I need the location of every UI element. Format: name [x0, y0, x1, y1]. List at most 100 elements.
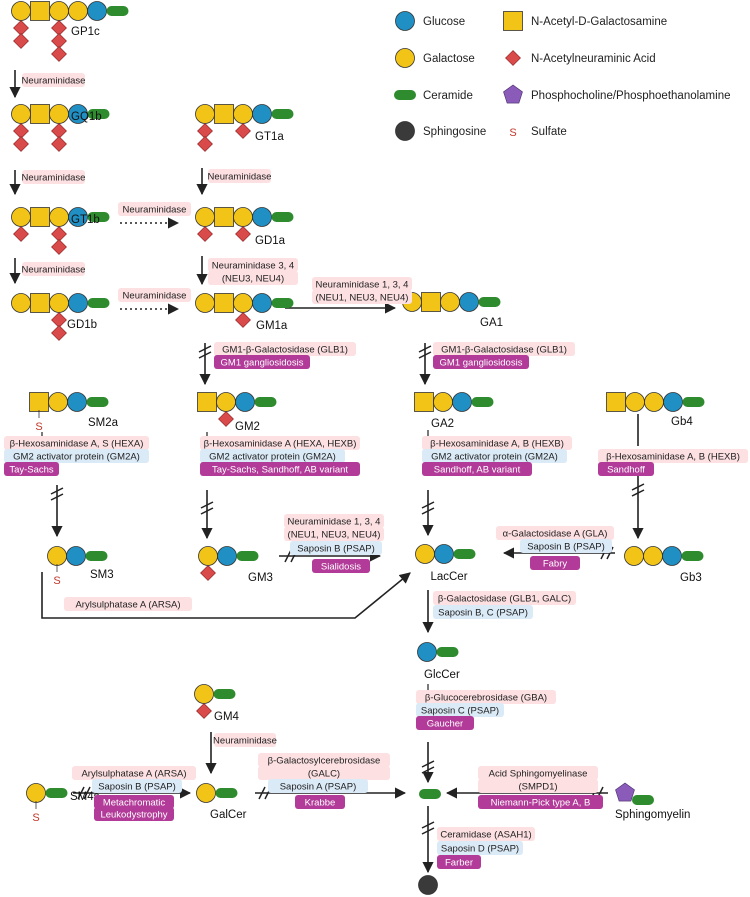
molecule-label-gm3: GM3 — [248, 572, 273, 584]
box-mld-line2-text: Leukodystrophy — [100, 810, 167, 821]
molecule-label-sm4s: SM4s — [70, 791, 100, 803]
molecule-gd1b: GD1b — [11, 293, 110, 341]
block-mark — [421, 501, 435, 509]
galnac-square — [414, 392, 434, 412]
galnac-square — [421, 292, 441, 312]
box-sialidosis-text: Sialidosis — [321, 562, 361, 573]
box-neuraminidase-1-bg — [22, 73, 85, 87]
box-saposin-a-bg — [268, 779, 368, 793]
box-mld-line2: Leukodystrophy — [94, 807, 174, 821]
block-mark — [421, 821, 435, 829]
ceramide-glyph — [213, 689, 236, 699]
molecule-gq1b: GQ1b — [11, 104, 110, 152]
box-glb1-a-text: GM1-β-Galactosidase (GLB1) — [222, 345, 348, 356]
ceramide-glyph — [271, 109, 294, 119]
box-glb1-galc-bg — [433, 591, 576, 605]
box-neu34-line2-text: (NEU3, NEU4) — [222, 274, 284, 285]
galactose-circle — [49, 293, 69, 313]
box-niemann-pick-bg — [478, 795, 603, 809]
galactose-circle — [233, 104, 253, 124]
ceramide-glyph — [471, 397, 494, 407]
box-saposin-a-text: Saposin A (PSAP) — [280, 782, 357, 793]
box-neu134a-line2: (NEU1, NEU3, NEU4) — [312, 290, 412, 304]
box-saposin-b-3-bg — [92, 779, 182, 793]
neuac-diamond — [51, 46, 67, 62]
galactose-circle — [196, 783, 216, 803]
box-gba: β-Glucocerebrosidase (GBA) — [416, 690, 556, 704]
box-farber-bg — [437, 855, 481, 869]
ceramide-glyph — [106, 6, 129, 16]
box-arsa-1-bg — [64, 597, 192, 611]
box-glb1-galc-text: β-Galactosidase (GLB1, GALC) — [438, 594, 571, 605]
block-mark — [83, 786, 91, 800]
box-arsa-1-text: Arylsulphatase A (ARSA) — [75, 600, 180, 611]
box-sialidosis-bg — [312, 559, 370, 573]
block-mark — [258, 786, 266, 800]
box-tay-sachs-sandhoff-ab: Tay-Sachs, Sandhoff, AB variant — [200, 462, 360, 476]
box-gm1-gangliosidosis-2: GM1 gangliosidosis — [433, 355, 529, 369]
box-arsa-2-text: Arylsulphatase A (ARSA) — [81, 769, 186, 780]
molecule-label-galcer: GalCer — [210, 809, 247, 821]
box-smpd1-line2: (SMPD1) — [478, 779, 598, 793]
neuac-diamond — [13, 136, 29, 152]
box-tay-sachs-bg — [4, 462, 59, 476]
galactose-circle — [11, 207, 31, 227]
molecule-laccer: LacCer — [415, 544, 476, 583]
ceramide-glyph — [632, 795, 654, 805]
molecule-label-sm3: SM3 — [90, 569, 114, 581]
box-hexa-hexb: β-Hexosaminidase A (HEXA, HEXB) — [200, 436, 360, 450]
box-gm2a-2-text: GM2 activator protein (GM2A) — [209, 452, 336, 463]
molecule-ga1: GA1 — [402, 292, 503, 329]
box-gm2a-2-bg — [200, 449, 345, 463]
galactose-circle — [195, 293, 215, 313]
box-krabbe-bg — [295, 795, 345, 809]
glucose-circle — [459, 292, 479, 312]
box-hexa-hexb-bg — [200, 436, 360, 450]
galactose-circle — [625, 392, 645, 412]
box-neuraminidase-3-bg — [22, 262, 85, 276]
legend-galactose-icon — [395, 48, 415, 68]
molecule-label-gd1a: GD1a — [255, 235, 286, 247]
molecule-label-gq1b: GQ1b — [71, 111, 102, 123]
box-saposin-b-3-text: Saposin B (PSAP) — [98, 782, 176, 793]
glucose-circle — [68, 293, 88, 313]
ceramide-glyph — [436, 647, 459, 657]
box-smpd1-line1-text: Acid Sphingomyelinase — [489, 769, 588, 780]
box-sandhoff-ab-bg — [422, 462, 532, 476]
box-tay-sachs-sandhoff-ab-text: Tay-Sachs, Sandhoff, AB variant — [212, 465, 348, 476]
ceramide-glyph — [87, 212, 110, 222]
legend-neuac-label: N-Acetylneuraminic Acid — [531, 53, 656, 65]
box-smpd1-line1-bg — [478, 766, 598, 780]
box-farber-text: Farber — [445, 858, 473, 869]
box-neuraminidase-1-text: Neuraminidase — [22, 76, 86, 87]
box-neuraminidase-6: Neuraminidase — [118, 288, 191, 302]
box-hexa-s-bg — [4, 436, 149, 450]
legend-neuac-icon — [505, 50, 521, 66]
block-mark — [421, 827, 435, 835]
legend-sphingosine-icon — [395, 121, 415, 141]
galactose-circle — [48, 392, 68, 412]
glucose-circle — [235, 392, 255, 412]
box-neu34-line2: (NEU3, NEU4) — [208, 271, 298, 285]
glucose-circle — [252, 104, 272, 124]
box-neu134a-line1-bg — [312, 277, 412, 291]
glucose-circle — [452, 392, 472, 412]
galactose-circle — [415, 544, 435, 564]
box-hexb-1-bg — [422, 436, 572, 450]
box-neuraminidase-2-bg — [22, 170, 85, 184]
box-saposin-d-bg — [437, 841, 523, 855]
box-neu134a-line1: Neuraminidase 1, 3, 4 — [312, 277, 412, 291]
box-sialidosis: Sialidosis — [312, 559, 370, 573]
box-hexb-2-text: β-Hexosaminidase A, B (HEXB) — [606, 452, 740, 463]
neuac-diamond — [197, 226, 213, 242]
molecule-label-gd1b: GD1b — [67, 319, 97, 331]
arrows-layer — [9, 70, 645, 874]
block-mark — [198, 351, 212, 359]
box-galc-line2: (GALC) — [258, 766, 390, 780]
molecule-gm1a: GM1a — [195, 293, 294, 332]
box-hexb-1-text: β-Hexosaminidase A, B (HEXB) — [430, 439, 564, 450]
molecule-sphingomyelin: Sphingomyelin — [615, 782, 690, 821]
box-mld-line1-bg — [94, 795, 174, 809]
block-mark — [418, 345, 432, 353]
box-neu134a-line2-bg — [312, 290, 412, 304]
